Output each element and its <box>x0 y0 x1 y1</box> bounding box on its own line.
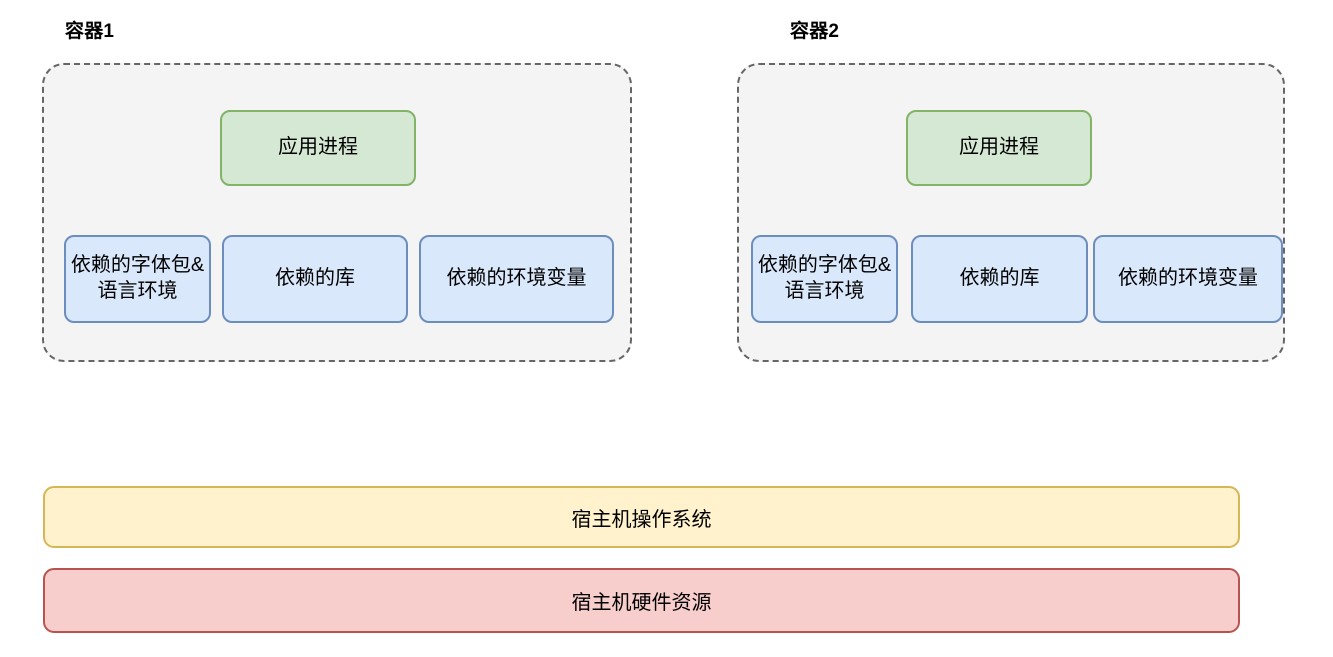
container-2-dependency-libraries[interactable]: 依赖的库 <box>911 235 1088 323</box>
container-1-dependency-libraries[interactable]: 依赖的库 <box>222 235 408 323</box>
container-2-dependency-env-vars[interactable]: 依赖的环境变量 <box>1093 235 1283 323</box>
container-2-title: 容器2 <box>790 21 840 42</box>
container-1-dependency-env-vars[interactable]: 依赖的环境变量 <box>419 235 614 323</box>
container-2-dependency-fonts-locale[interactable]: 依赖的字体包&语言环境 <box>751 235 898 323</box>
host-hardware-resources-layer[interactable]: 宿主机硬件资源 <box>43 568 1240 633</box>
container-1-app-process[interactable]: 应用进程 <box>220 110 416 186</box>
container-1-title: 容器1 <box>65 21 115 42</box>
container-1-dependency-fonts-locale[interactable]: 依赖的字体包&语言环境 <box>64 235 211 323</box>
container-2-app-process[interactable]: 应用进程 <box>906 110 1092 186</box>
host-operating-system-layer[interactable]: 宿主机操作系统 <box>43 486 1240 548</box>
